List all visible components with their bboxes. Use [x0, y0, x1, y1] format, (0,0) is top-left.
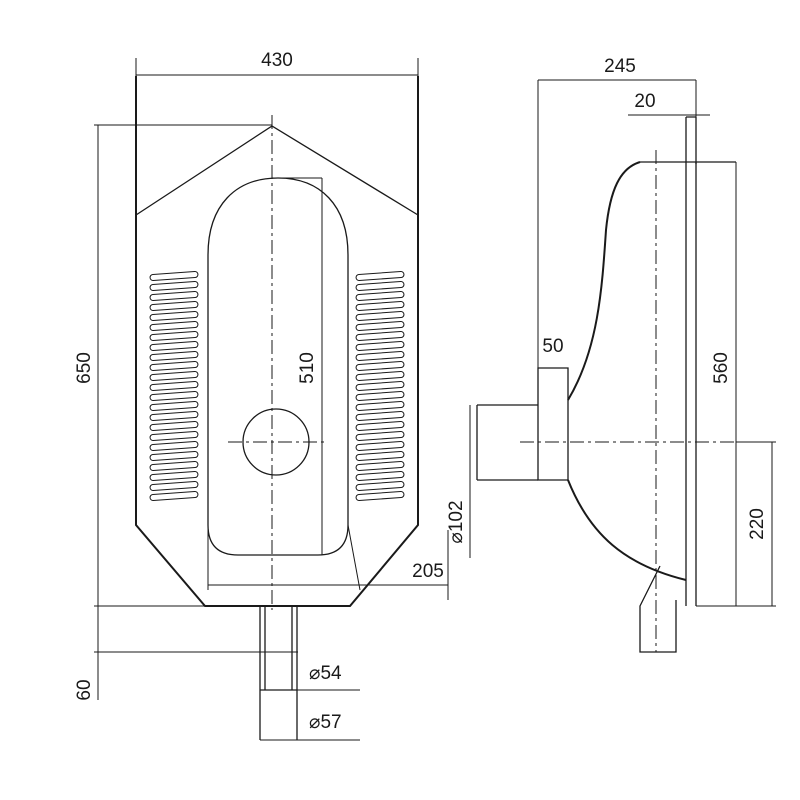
grip-rib [149, 291, 199, 301]
grip-rib [149, 321, 199, 331]
grip-rib [355, 281, 405, 291]
front-body-outline [135, 76, 419, 607]
grip-rib [149, 271, 199, 281]
right-foot-grip-ribs [355, 271, 405, 501]
grip-rib [149, 421, 199, 431]
front-view: 430 650 510 205 60 ⌀54 ⌀57 [74, 50, 449, 741]
grip-rib [149, 451, 199, 461]
grip-rib [149, 481, 199, 491]
front-bowl [207, 177, 349, 556]
grip-rib [149, 471, 199, 481]
grip-rib [149, 361, 199, 371]
grip-rib [355, 331, 405, 341]
grip-rib [355, 441, 405, 451]
side-lower-bowl-curve [567, 479, 687, 581]
grip-rib [355, 411, 405, 421]
dim-depth-label: 245 [604, 56, 636, 77]
side-outlet-trap [639, 565, 677, 653]
side-inlet-pipe [476, 404, 538, 481]
dim-line-width [135, 58, 419, 76]
dim-trap-height-label: 60 [74, 679, 95, 700]
grip-rib [355, 351, 405, 361]
front-bowl-slope [207, 524, 361, 591]
grip-rib [355, 481, 405, 491]
grip-rib [149, 341, 199, 351]
dim-line-height [696, 161, 740, 607]
grip-rib [355, 401, 405, 411]
grip-rib [355, 421, 405, 431]
grip-rib [355, 451, 405, 461]
dim-rim-thickness-label: 20 [634, 91, 655, 112]
dim-line-bowl-length [272, 177, 323, 556]
side-view: 245 20 50 560 ⌀102 220 [446, 56, 776, 653]
dim-width-label: 430 [261, 50, 293, 71]
dim-line-outlet-height [736, 441, 776, 607]
grip-rib [355, 361, 405, 371]
grip-rib [149, 311, 199, 321]
grip-rib [355, 471, 405, 481]
grip-rib [149, 441, 199, 451]
dim-outlet-height-label: 220 [747, 508, 768, 540]
grip-rib [355, 381, 405, 391]
dim-line-depth [537, 79, 697, 368]
side-back-plate [685, 116, 697, 606]
dim-line-trap-height [94, 606, 298, 700]
grip-rib [149, 391, 199, 401]
dim-inlet-diameter-label: ⌀102 [446, 500, 467, 543]
front-outlet-pipe [259, 606, 298, 740]
side-bowl-curve [567, 161, 641, 401]
dim-outlet-inner-label: ⌀54 [309, 663, 342, 684]
grip-rib [149, 351, 199, 361]
grip-rib [149, 431, 199, 441]
dim-line-length [94, 124, 272, 607]
grip-rib [355, 311, 405, 321]
dim-bowl-length-label: 510 [297, 352, 318, 384]
front-drain-hole [242, 408, 310, 476]
dim-line-step-offset [208, 530, 449, 600]
grip-rib [355, 431, 405, 441]
grip-rib [149, 401, 199, 411]
grip-rib [355, 301, 405, 311]
grip-rib [149, 301, 199, 311]
grip-rib [355, 461, 405, 471]
dim-length-label: 650 [74, 352, 95, 384]
grip-rib [355, 491, 405, 501]
dim-outlet-outer-label: ⌀57 [309, 712, 342, 733]
grip-rib [355, 291, 405, 301]
dim-step-offset-label: 205 [412, 561, 444, 582]
front-tray-rim [135, 125, 419, 216]
grip-rib [355, 391, 405, 401]
dim-inlet-width-label: 50 [542, 336, 563, 357]
left-foot-grip-ribs [149, 271, 199, 501]
dim-height-label: 560 [711, 352, 732, 384]
grip-rib [355, 271, 405, 281]
grip-rib [355, 341, 405, 351]
grip-rib [149, 461, 199, 471]
grip-rib [149, 411, 199, 421]
grip-rib [149, 491, 199, 501]
grip-rib [149, 381, 199, 391]
grip-rib [355, 371, 405, 381]
grip-rib [149, 371, 199, 381]
dim-line-diameters [260, 689, 360, 741]
grip-rib [149, 281, 199, 291]
grip-rib [149, 331, 199, 341]
side-inlet-stub [537, 367, 569, 481]
grip-rib [355, 321, 405, 331]
